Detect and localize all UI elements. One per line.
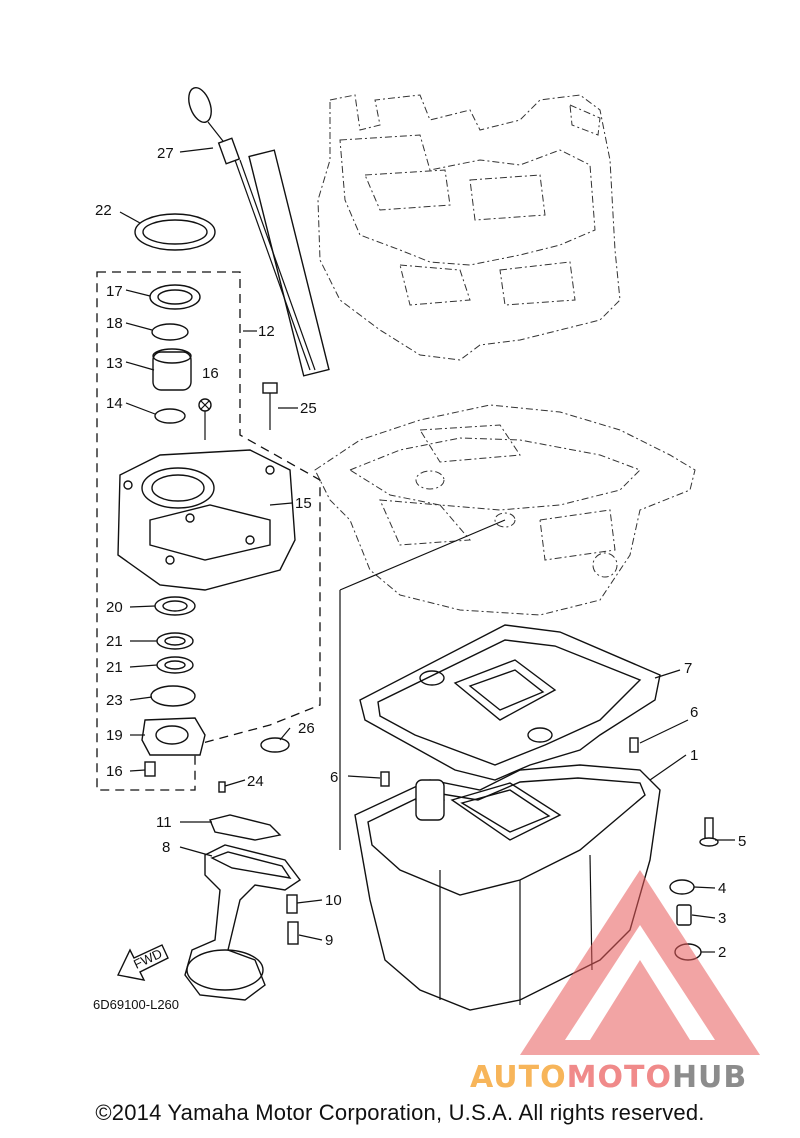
callout-6a: 6 <box>690 704 698 721</box>
drawing-code: 6D69100-L260 <box>93 997 179 1012</box>
oil-strainer <box>184 814 302 1001</box>
callout-2: 2 <box>718 944 726 961</box>
dipstick-seal <box>134 213 216 251</box>
watermark-text: AUTOMOTOHUB <box>470 1060 747 1095</box>
callout-9: 9 <box>325 932 333 949</box>
callout-7: 7 <box>684 660 692 677</box>
callout-6b: 6 <box>330 769 338 786</box>
oil-pump-assembly <box>96 271 321 793</box>
fwd-arrow: FWD <box>116 944 169 981</box>
callout-26: 26 <box>298 720 315 737</box>
copyright-notice: ©2014 Yamaha Motor Corporation, U.S.A. A… <box>95 1100 705 1125</box>
callout-25: 24 <box>247 773 264 790</box>
engine-block-outline <box>248 94 621 377</box>
callout-16: 16 <box>202 365 219 382</box>
callout-24: 25 <box>300 400 317 417</box>
callout-8: 8 <box>162 839 170 856</box>
callout-3: 3 <box>718 910 726 927</box>
callout-15: 15 <box>295 495 312 512</box>
callout-14: 14 <box>106 395 123 412</box>
callout-5: 5 <box>738 833 746 850</box>
watermark-logo <box>520 870 760 1055</box>
callout-27: 27 <box>157 145 174 162</box>
callout-21a: 21 <box>106 633 123 650</box>
callout-4: 4 <box>718 880 726 897</box>
callout-22: 23 <box>106 692 123 709</box>
callout-1: 1 <box>690 747 698 764</box>
callout-16b: 16 <box>106 763 123 780</box>
callout-18: 18 <box>106 315 123 332</box>
callout-23: 22 <box>95 202 112 219</box>
oil-pan-gasket <box>359 624 661 781</box>
callout-19: 19 <box>106 727 123 744</box>
callout-11: 11 <box>156 814 172 831</box>
callout-17: 17 <box>106 283 123 300</box>
callout-12: 12 <box>258 323 275 340</box>
callout-21b: 21 <box>106 659 123 676</box>
callout-13: 13 <box>106 355 123 372</box>
callout-labels: 27 22 17 18 12 13 16 14 25 15 20 21 21 2… <box>95 145 746 961</box>
watermark-part-auto: AUTO <box>470 1060 567 1095</box>
leader-lines <box>119 147 735 953</box>
watermark-part-hub: HUB <box>671 1060 748 1095</box>
callout-10: 10 <box>325 892 342 909</box>
upper-casing-outline <box>314 404 696 616</box>
watermark-part-moto: MOTO <box>566 1060 672 1095</box>
dipstick <box>188 87 316 371</box>
callout-20: 20 <box>106 599 123 616</box>
